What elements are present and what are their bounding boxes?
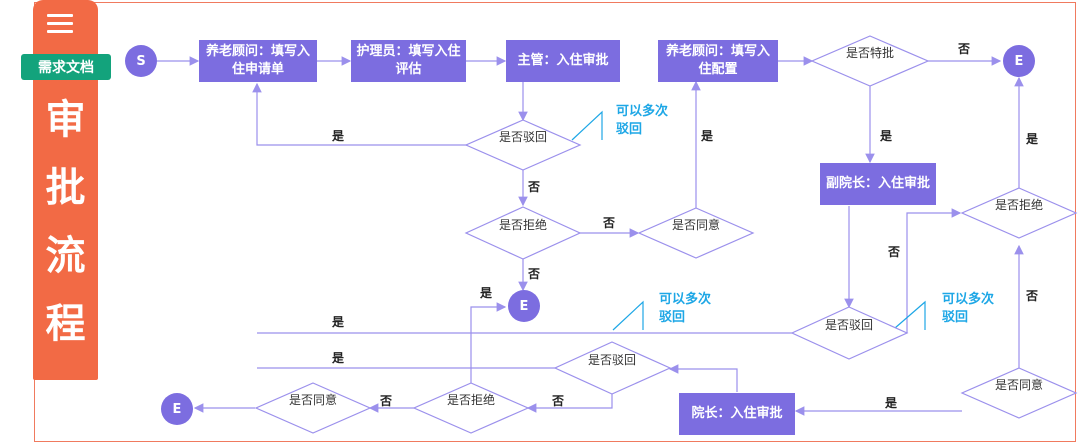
edge-label-refuse1-no: 否 (603, 216, 616, 230)
edge-label-refuse1-yes: 否 (528, 267, 541, 281)
label-refuse-right: 是否拒绝 (994, 198, 1043, 212)
box-vice-dean-approval: 副院长：入住审批 (820, 163, 936, 205)
edge-label-reject3-no: 否 (552, 394, 565, 408)
note-multi-reject-2: 可以多次驳回 (659, 292, 712, 325)
diamond-refuse-3 (412, 382, 530, 434)
edge-dean-reject (668, 364, 738, 392)
label-agree-1: 是否同意 (671, 218, 720, 232)
edge-label-agree-right-no: 否 (1026, 289, 1039, 303)
box-fill-config: 养老顾问：填写入住配置 (658, 40, 778, 82)
diamond-reject-1 (464, 119, 582, 171)
edge-reject3-no (526, 393, 613, 413)
edge-label-special-no: 否 (958, 42, 971, 56)
edge-reject1-yes (252, 82, 468, 146)
edge-label-reject1-yes: 是 (332, 129, 345, 143)
edge-refuse3-yes (470, 302, 507, 385)
diamond-agree-3 (254, 382, 372, 434)
edge-label-refuse3-no: 否 (380, 394, 393, 408)
label-agree-3: 是否同意 (288, 393, 337, 407)
edge-label-refuse-top-yes: 是 (1026, 132, 1039, 146)
box-fill-application: 养老顾问：填写入住申请单 (199, 40, 317, 82)
title-char-1: 审 (45, 97, 86, 143)
label-refuse-3: 是否拒绝 (446, 393, 495, 407)
label-refuse-1: 是否拒绝 (498, 218, 547, 232)
start-node: S (125, 45, 157, 77)
note-multi-reject-3: 可以多次驳回 (942, 292, 995, 325)
title-char-3: 流 (45, 233, 86, 279)
diamond-refuse-1 (464, 206, 582, 260)
box-supervisor-approval: 主管：入住审批 (506, 40, 620, 82)
edge-label-agree1-yes: 是 (701, 129, 714, 143)
end-node-middle: E (508, 290, 540, 322)
edge-label-agree-right-yes: 是 (885, 396, 898, 410)
edge-label-reject3-yes: 是 (332, 351, 345, 365)
diamond-refuse-right (960, 187, 1078, 239)
menu-icon[interactable] (47, 14, 73, 38)
diamond-reject-3 (553, 341, 672, 395)
label-agree-right: 是否同意 (994, 378, 1043, 392)
edge-label-special-yes: 是 (880, 129, 893, 143)
label-special: 是否特批 (845, 46, 894, 60)
label-reject-2: 是否驳回 (824, 318, 873, 332)
diamond-special (810, 35, 930, 87)
doc-tag: 需求文档 (21, 54, 111, 80)
box-nurse-assessment: 护理员：填写入住评估 (351, 40, 466, 82)
end-node-bottom: E (161, 393, 193, 425)
edge-label-reject2-yes: 是 (332, 315, 345, 329)
diamond-agree-1 (637, 207, 755, 259)
box-dean-approval: 院长：入住审批 (679, 393, 795, 435)
note-multi-reject-1: 可以多次驳回 (616, 104, 669, 137)
end-node-top: E (1003, 45, 1035, 77)
edge-label-reject1-no: 否 (528, 180, 541, 194)
title-char-4: 程 (45, 301, 86, 347)
diamond-reject-2 (790, 306, 909, 360)
edge-reject2-no (906, 208, 962, 333)
edge-label-reject2-no: 否 (888, 245, 901, 259)
label-reject-1: 是否驳回 (498, 130, 547, 144)
edge-label-refuse3-yes: 是 (480, 286, 493, 300)
diamond-agree-right (960, 367, 1078, 419)
label-reject-3: 是否驳回 (587, 353, 636, 367)
title-char-2: 批 (45, 165, 86, 211)
